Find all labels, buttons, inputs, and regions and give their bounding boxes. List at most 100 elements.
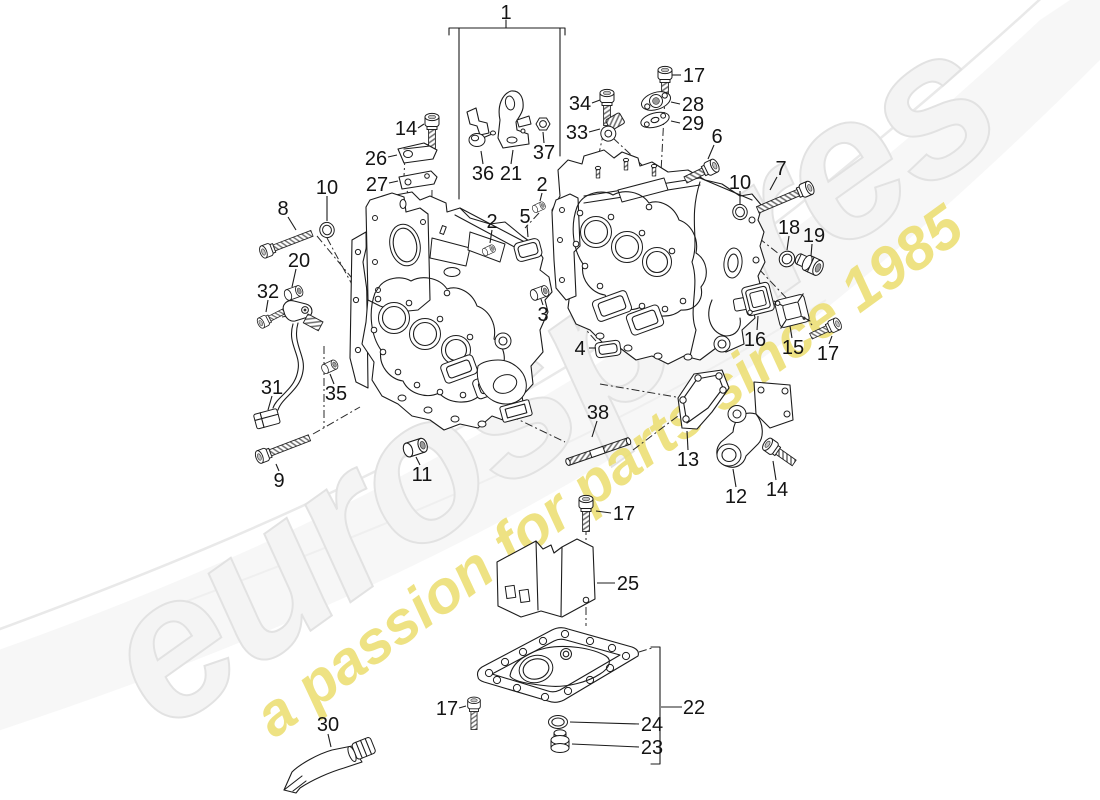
part-label-33: 33 (566, 122, 588, 144)
part-label-35: 35 (325, 383, 347, 405)
part-label-2: 2 (486, 211, 497, 233)
part-label-6: 6 (711, 126, 722, 148)
part-25-heat-shield (496, 538, 596, 618)
part-label-11: 11 (412, 464, 433, 486)
part-label-1: 1 (500, 2, 511, 24)
part-2-pin-a (530, 200, 547, 214)
part-label-18: 18 (778, 217, 800, 239)
part-label-17: 17 (683, 65, 705, 87)
leader-line-15 (789, 325, 793, 339)
part-37-nut (535, 117, 551, 131)
leader-line-21 (510, 149, 514, 165)
part-label-13: 13 (677, 449, 699, 471)
leader-line-35 (329, 373, 335, 385)
leader-line-36 (480, 150, 484, 165)
leader-line-8 (287, 216, 297, 231)
part-label-12: 12 (725, 486, 747, 508)
part-27-strip (398, 170, 438, 190)
part-label-31: 31 (261, 377, 283, 399)
part-label-8: 8 (277, 198, 288, 220)
leader-line-38 (591, 420, 598, 438)
part-28-flange (640, 91, 672, 111)
part-13-gasket-plate (677, 369, 730, 430)
leader-line-17 (828, 335, 833, 345)
watermark-swoosh (0, 0, 1100, 740)
crankcase-left-half (349, 191, 553, 431)
part-label-20: 20 (288, 250, 310, 272)
part-label-26: 26 (365, 148, 387, 170)
part-label-2: 2 (536, 174, 547, 196)
part-label-25: 25 (617, 573, 639, 595)
part-5-gasket (513, 238, 543, 262)
leader-line-9 (275, 463, 280, 472)
part-label-28: 28 (682, 94, 704, 116)
part-label-9: 9 (273, 470, 284, 492)
leader-line-32 (265, 299, 269, 313)
part-label-24: 24 (641, 714, 663, 736)
leader-line-29 (670, 120, 681, 124)
part-label-7: 7 (775, 158, 786, 180)
leader-line-14 (772, 460, 777, 481)
leader-line-6 (707, 144, 715, 160)
leader-line-11 (415, 456, 421, 466)
part-38-stud (565, 437, 632, 466)
assembly-bracket-1 (448, 19, 566, 200)
part-label-17: 17 (613, 503, 635, 525)
leader-line-16 (756, 315, 759, 331)
part-label-22: 22 (683, 697, 705, 719)
part-label-14: 14 (395, 118, 417, 140)
part-label-17: 17 (436, 698, 458, 720)
part-35-dowel (319, 358, 340, 376)
leader-line-5 (526, 224, 529, 238)
leader-line-37 (542, 131, 545, 144)
part-20-plug (282, 284, 305, 302)
part-label-10: 10 (729, 172, 751, 194)
part-label-36: 36 (472, 163, 494, 185)
part-label-37: 37 (533, 142, 555, 164)
leader-line-33 (588, 128, 601, 133)
part-label-14: 14 (766, 479, 788, 501)
part-22-oil-pan-gasket (476, 627, 639, 703)
part-label-38: 38 (587, 402, 609, 424)
part-label-21: 21 (500, 163, 522, 185)
part-label-32: 32 (257, 281, 279, 303)
part-label-34: 34 (569, 93, 591, 115)
part-26-bracket (397, 142, 438, 164)
part-label-3: 3 (537, 304, 548, 326)
part-31-speed-sensor (253, 300, 324, 430)
part-32-bolt (255, 305, 287, 330)
part-33-sensor-switch (600, 112, 625, 142)
leader-line-19 (810, 243, 813, 257)
part-label-29: 29 (682, 113, 704, 135)
part-label-17: 17 (817, 343, 839, 365)
part-30-sealant-tube (283, 737, 376, 794)
part-label-4: 4 (574, 338, 585, 360)
leader-line-27 (388, 180, 399, 184)
part-19-screw-plug (794, 253, 824, 276)
leader-line-7 (769, 176, 778, 191)
assembly-bracket-22 (650, 646, 661, 765)
part-36-clamp (466, 107, 496, 147)
part-label-16: 16 (744, 329, 766, 351)
leader-line-3 (540, 298, 544, 306)
leader-line-13 (686, 430, 689, 451)
leader-line-12 (732, 468, 737, 488)
leader-line-26 (387, 154, 398, 158)
part-24-oring (548, 715, 568, 729)
part-10-oring-left (317, 220, 337, 240)
leader-line-24 (569, 721, 640, 725)
leader-line-20 (291, 268, 297, 288)
part-label-23: 23 (641, 737, 663, 759)
leader-line-34 (591, 99, 601, 104)
part-16-gasket-frame (741, 281, 775, 317)
leader-line-17 (595, 510, 612, 514)
leader-line-30 (327, 733, 332, 748)
leader-line-14 (417, 123, 425, 129)
leader-line-17 (458, 705, 467, 709)
part-label-10: 10 (316, 177, 338, 199)
part-label-30: 30 (317, 714, 339, 736)
watermark-swoosh-edge-2 (149, 299, 827, 616)
part-15-cover (773, 293, 811, 329)
